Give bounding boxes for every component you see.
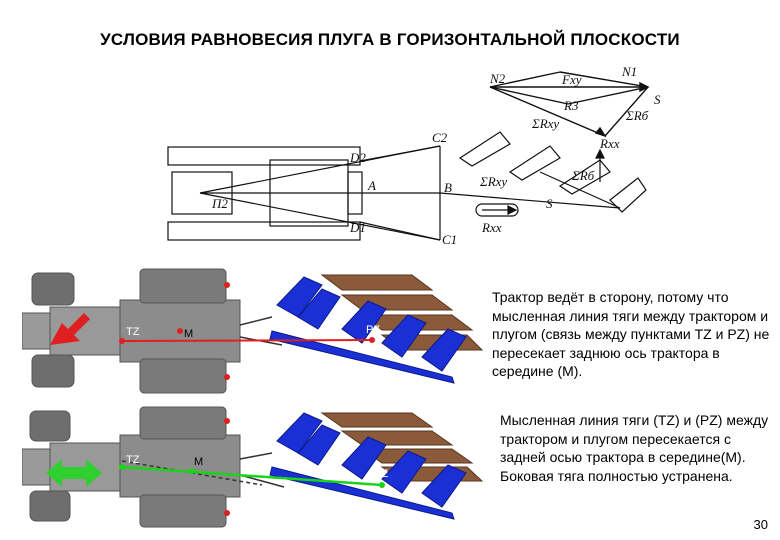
point-m (189, 468, 195, 474)
force-polygon (489, 71, 650, 138)
page-number: 30 (753, 517, 768, 532)
point-tz (119, 464, 125, 470)
description-bottom: Мысленная линия тяги (TZ) и (PZ) между т… (500, 412, 769, 484)
straight-arrow-green (46, 459, 102, 487)
point-tz (119, 338, 125, 344)
label-d2: D2 (349, 150, 366, 165)
label-s-top: S (654, 92, 661, 107)
plough-bodies (269, 412, 467, 520)
label-sum-rxy-mid: ΣRxy (479, 174, 507, 189)
plough-sketch (439, 131, 647, 217)
label-s-mid: S (546, 196, 553, 211)
label-d1: D1 (349, 220, 366, 235)
point-pz (369, 337, 375, 343)
label-c1: C1 (442, 232, 457, 247)
label-a: A (367, 178, 376, 193)
point-m (177, 328, 183, 334)
drift-arrow-red (50, 313, 90, 345)
label-r3: R3 (563, 98, 579, 113)
tractor-body (22, 406, 241, 528)
label-pi2: Π2 (211, 196, 228, 211)
label-tz-top: TZ (126, 326, 140, 338)
label-sum-rb-mid: ΣRб (571, 168, 595, 183)
label-b: B (444, 180, 452, 195)
label-rxx-top: Rхх (599, 136, 620, 151)
label-n2: N2 (489, 71, 506, 86)
label-fxy: Fxy (561, 72, 582, 87)
slide-title: УСЛОВИЯ РАВНОВЕСИЯ ПЛУГА В ГОРИЗОНТАЛЬНО… (100, 30, 680, 49)
tractor-panel-bottom: TZ M PZ (22, 406, 484, 528)
tractor-panel-top: TZ M PZ (22, 268, 484, 394)
label-pz-top: PZ (366, 324, 380, 336)
pull-line-green (121, 465, 383, 487)
tractor-frame (167, 145, 441, 241)
point-pz (379, 482, 385, 488)
plough-bodies (269, 276, 467, 384)
label-sum-rb-top: ΣRб (625, 108, 649, 123)
label-rxx-mid: Rхх (481, 220, 502, 235)
label-tz-bottom: TZ (126, 454, 140, 466)
label-c2: C2 (432, 130, 448, 145)
force-diagram: N2 N1 Fxy S R3 ΣRб ΣRxy Rхх C2 D2 A Π2 B… (167, 64, 661, 247)
label-m-bottom: M (194, 456, 203, 468)
label-sum-rxy-top: ΣRxy (531, 116, 559, 131)
label-m-top: M (184, 328, 193, 340)
label-pz-bottom: PZ (374, 468, 388, 480)
description-top: Трактор ведёт в сторону, потому что мысл… (492, 289, 770, 379)
label-n1: N1 (621, 64, 637, 79)
pull-line-red (121, 339, 373, 342)
